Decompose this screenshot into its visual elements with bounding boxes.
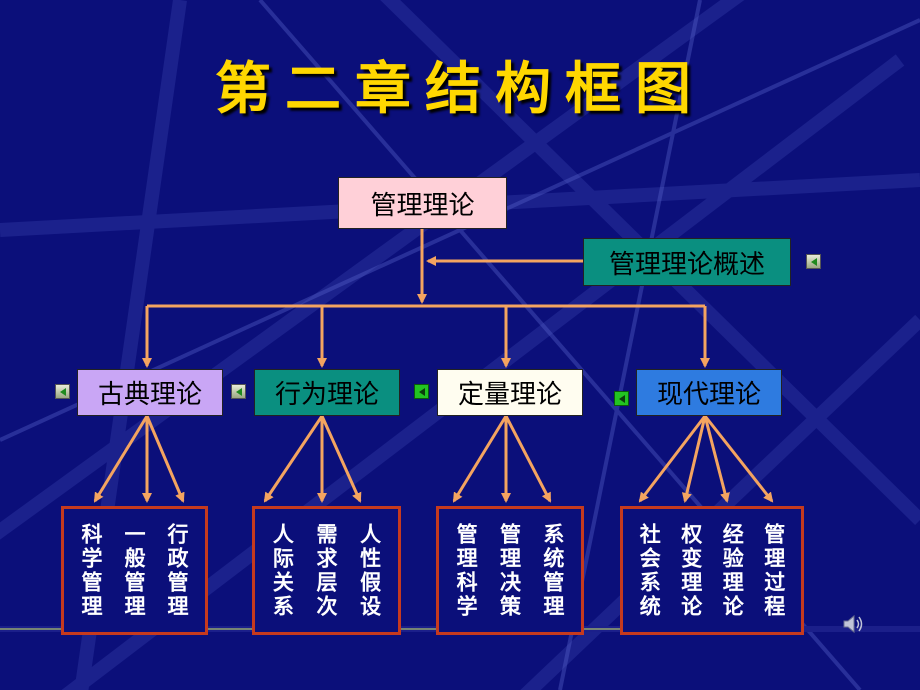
leaf-item: 人性假设 (357, 522, 383, 619)
leaf-item: 行政管理 (165, 522, 190, 619)
back-arrow-icon[interactable] (806, 254, 821, 269)
leaf-group-behavioral: 人际关系 需求层次 人性假设 (252, 506, 401, 635)
back-arrow-icon[interactable] (55, 384, 70, 399)
leaf-item: 一般管理 (122, 522, 147, 619)
leaf-item: 管理决策 (497, 522, 523, 619)
back-arrow-icon[interactable] (614, 391, 629, 406)
leaf-group-modern: 社会系统 权变理论 经验理论 管理过程 (620, 506, 804, 635)
leaf-item: 人际关系 (270, 522, 296, 619)
leaf-item: 管理科学 (454, 522, 480, 619)
leaf-item: 管理过程 (761, 522, 787, 619)
category-quantitative[interactable]: 定量理论 (437, 369, 583, 416)
leaf-item: 社会系统 (637, 522, 663, 619)
overview-node[interactable]: 管理理论概述 (583, 238, 791, 286)
back-arrow-icon[interactable] (231, 384, 246, 399)
leaf-item: 需求层次 (313, 522, 339, 619)
leaf-item: 系统管理 (540, 522, 566, 619)
leaf-group-classical: 科学管理 一般管理 行政管理 (61, 506, 208, 635)
category-behavioral[interactable]: 行为理论 (254, 369, 400, 416)
leaf-item: 权变理论 (678, 522, 704, 619)
category-classical[interactable]: 古典理论 (77, 369, 223, 416)
leaf-item: 经验理论 (720, 522, 746, 619)
page-title: 第二章结构框图 (215, 56, 705, 122)
speaker-icon[interactable] (843, 614, 865, 634)
leaf-item: 科学管理 (79, 522, 104, 619)
category-modern[interactable]: 现代理论 (636, 369, 782, 416)
leaf-group-quantitative: 管理科学 管理决策 系统管理 (436, 506, 584, 635)
back-arrow-icon[interactable] (414, 384, 429, 399)
root-node: 管理理论 (338, 177, 507, 229)
